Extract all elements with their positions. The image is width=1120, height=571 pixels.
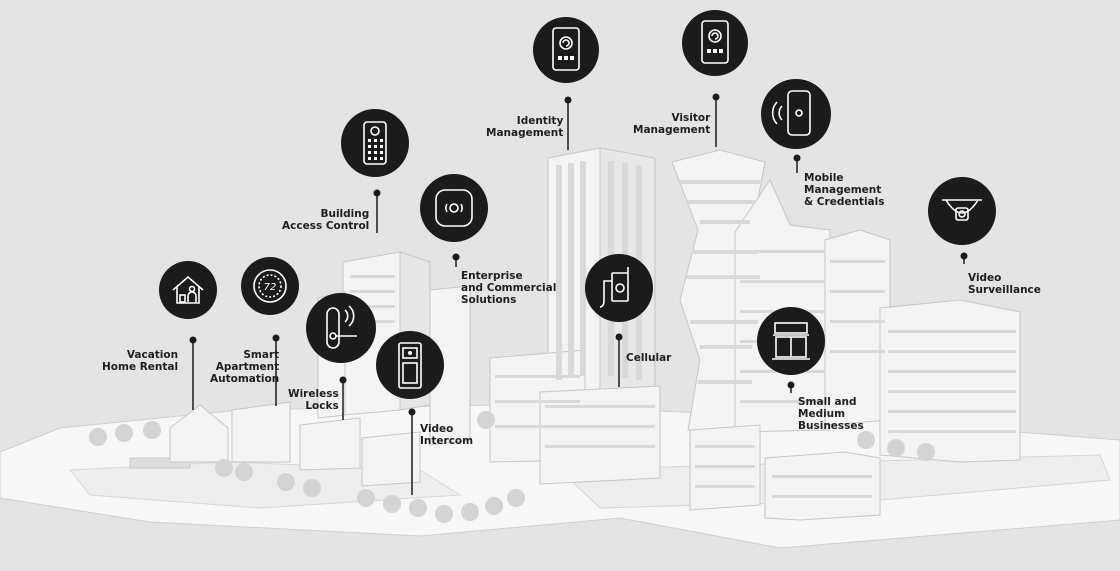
label-video-intercom: Video Intercom (420, 423, 474, 447)
house-person-icon (172, 275, 204, 304)
cellular-gateway-icon (599, 267, 629, 308)
dome-camera-icon (942, 199, 982, 221)
label-small-medium-businesses: Small and Medium Businesses (798, 396, 864, 432)
thermostat-icon (253, 269, 287, 303)
label-mobile-management: Mobile Management & Credentials (804, 172, 885, 208)
label-wireless-locks: Wireless Locks (288, 388, 339, 412)
smart-apartment-marker: 72 (241, 257, 299, 406)
keypad-reader-icon (363, 121, 387, 165)
label-enterprise: Enterprise and Commercial Solutions (461, 270, 557, 306)
video-intercom-marker (376, 331, 444, 495)
video-intercom-icon (398, 342, 422, 389)
cellular-marker (585, 254, 653, 387)
card-reader-icon (435, 189, 473, 227)
tablet-identity-icon (552, 27, 580, 71)
label-smart-apartment: Smart Apartment Automation (210, 349, 280, 385)
visitor-marker (682, 10, 748, 147)
label-vacation-home-rental: Vacation Home Rental (102, 349, 179, 373)
enterprise-marker (420, 174, 488, 267)
label-building-access: Building Access Control (282, 208, 370, 232)
video-surveillance-marker (928, 177, 996, 264)
label-video-surveillance: Video Surveillance (968, 272, 1041, 296)
storefront-icon (772, 322, 810, 360)
label-identity-management: Identity Management (486, 115, 564, 139)
mobile-marker (761, 79, 831, 173)
label-visitor-management: Visitor Management (633, 112, 711, 136)
vacation-home-marker (159, 261, 217, 410)
wireless-lever-lock-icon (326, 305, 357, 349)
label-cellular: Cellular (626, 352, 672, 364)
mobile-phone-icon (771, 90, 811, 136)
smb-marker (757, 307, 825, 393)
building-access-marker (341, 109, 409, 233)
identity-marker (533, 17, 599, 150)
tablet-visitor-icon (701, 20, 729, 64)
wireless-locks-marker (306, 293, 376, 420)
thermostat-reading: 72 (264, 282, 277, 293)
